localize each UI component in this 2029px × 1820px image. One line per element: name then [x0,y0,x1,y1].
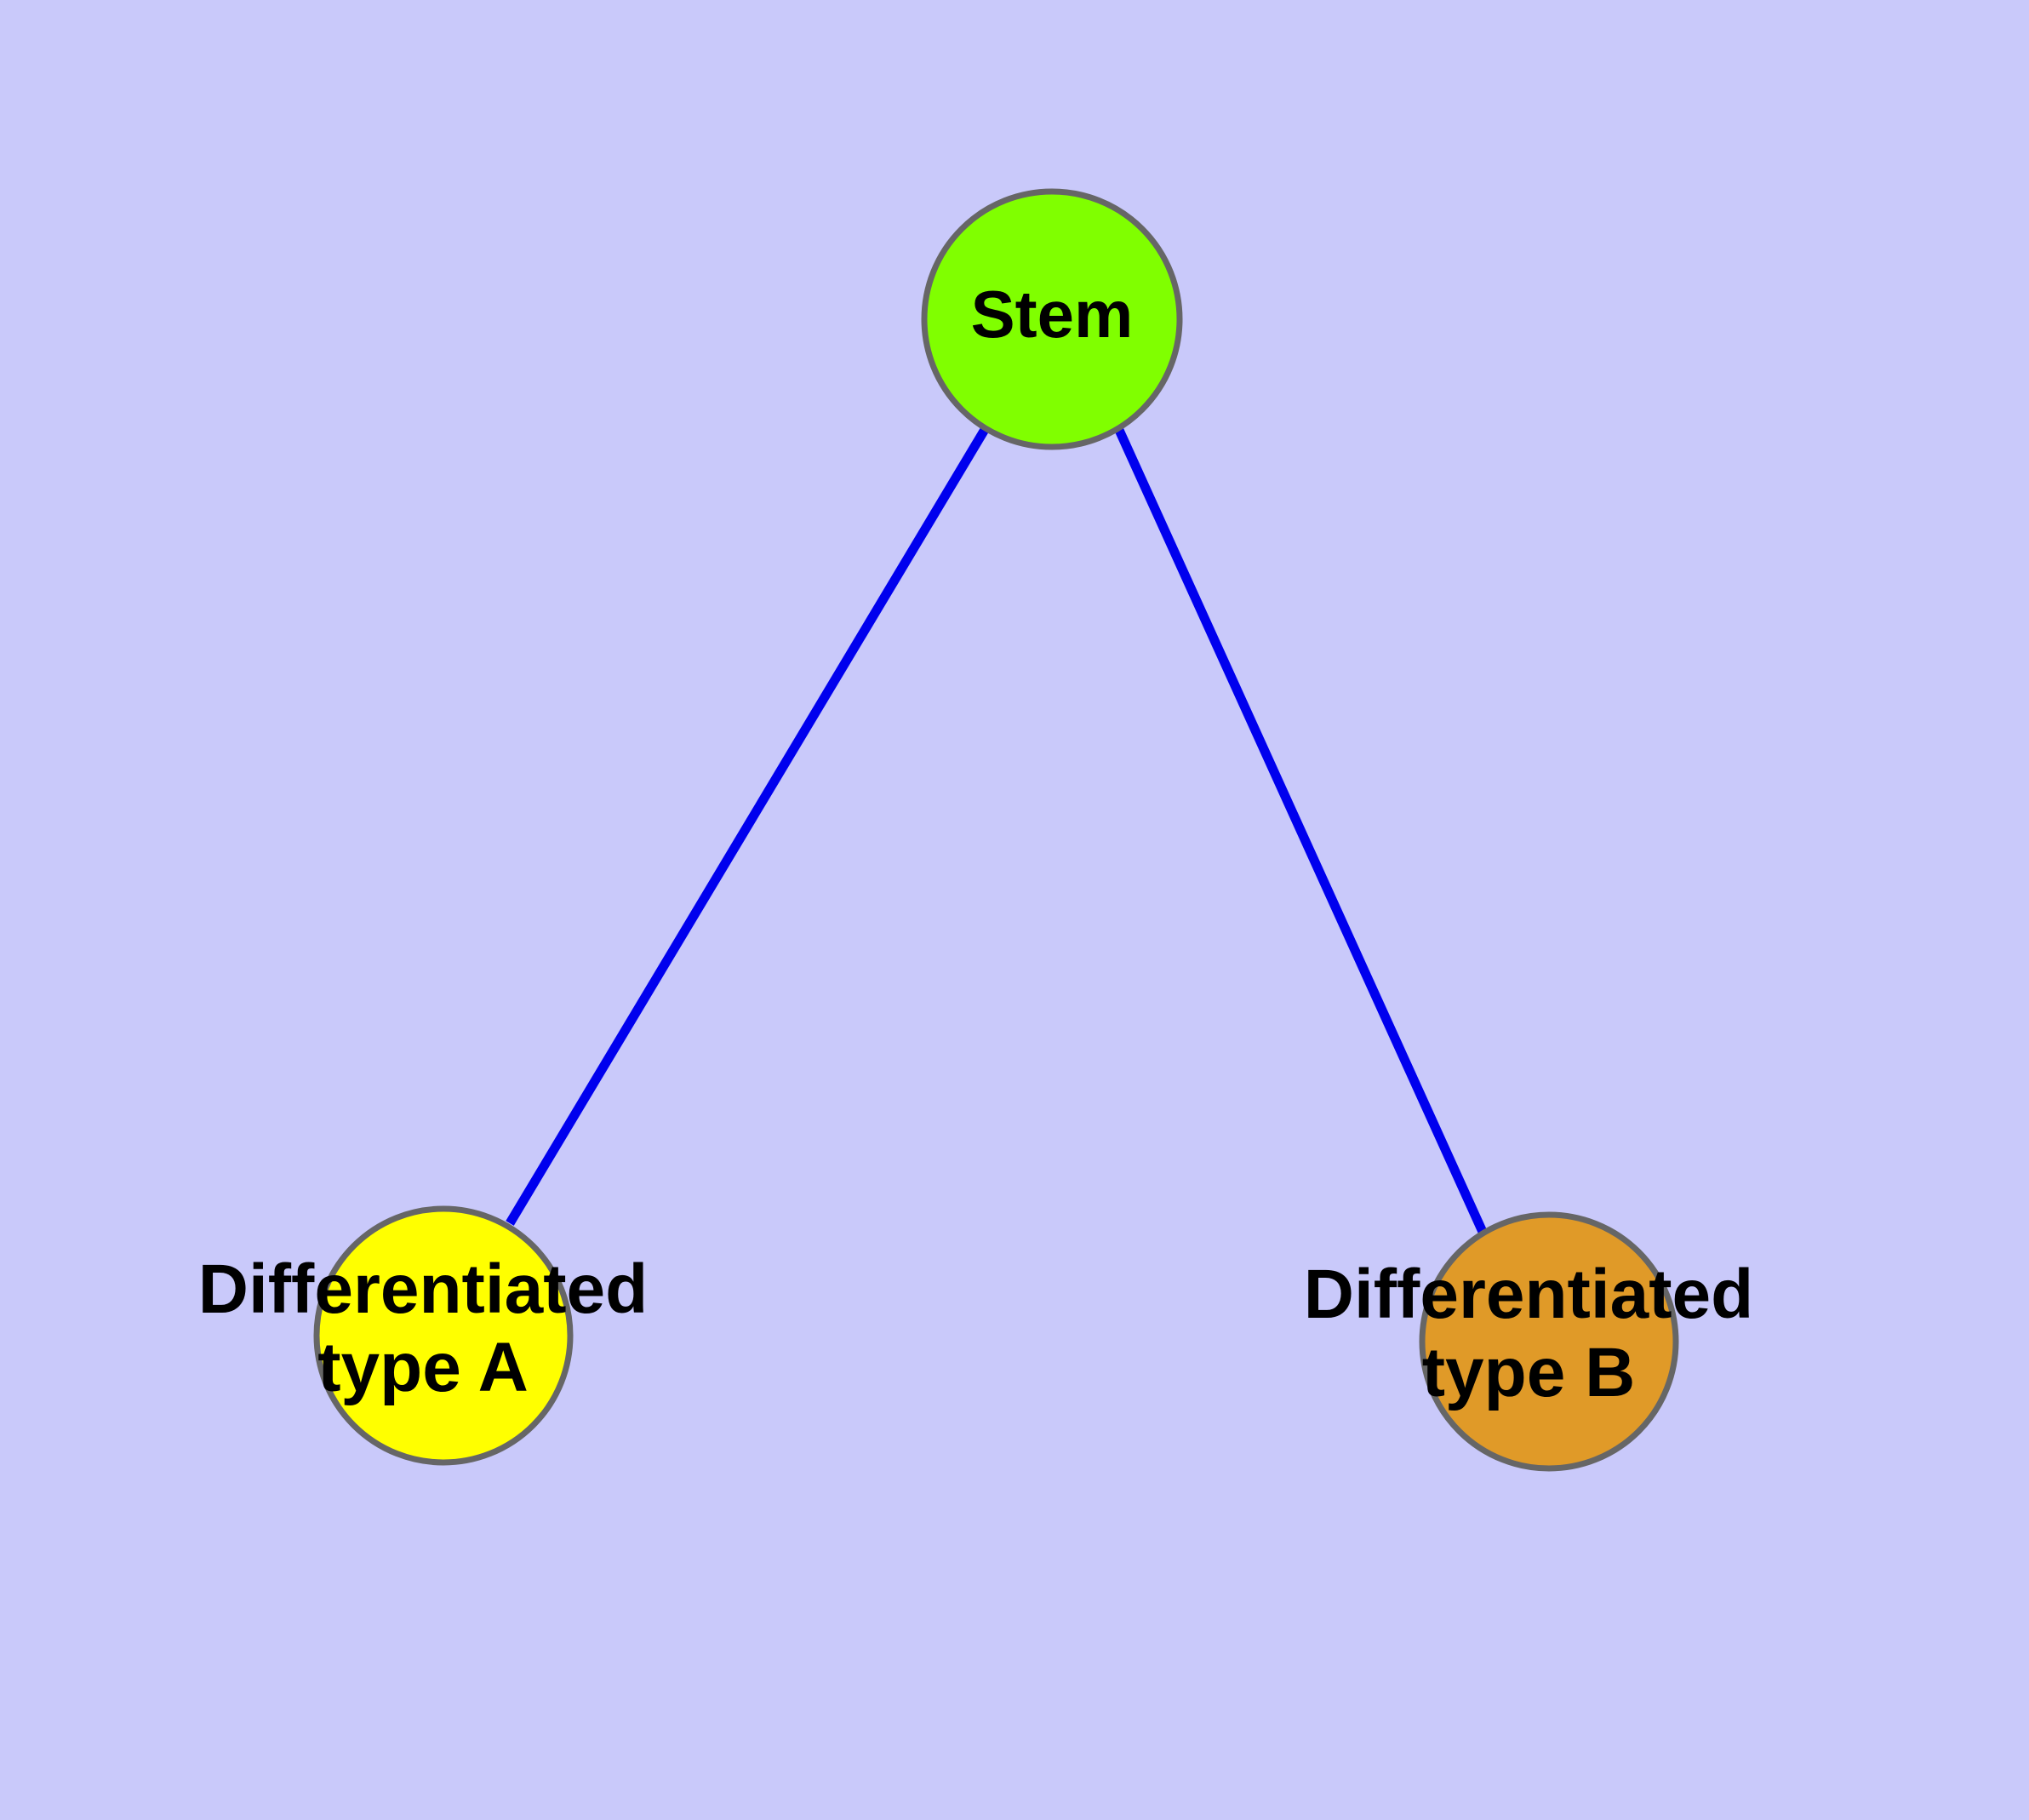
node-label-stem: Stem [971,277,1134,352]
graph-edge-stem-to-diff-a [506,426,990,1226]
graph-edge-stem-to-diff-b [1113,426,1488,1234]
graph-node-diff_b[interactable] [1419,1211,1679,1472]
nodes-layer [313,188,1679,1472]
node-label-line: type B [1422,1334,1636,1411]
graph-node-diff_a[interactable] [313,1205,574,1466]
node-label-line: Differentiated [1304,1256,1754,1333]
node-label-line: Stem [971,277,1134,352]
node-label-line: type A [317,1329,529,1406]
graph-node-stem[interactable] [921,188,1183,450]
node-label-line: Differentiated [198,1251,649,1328]
edges-layer [506,426,1488,1234]
